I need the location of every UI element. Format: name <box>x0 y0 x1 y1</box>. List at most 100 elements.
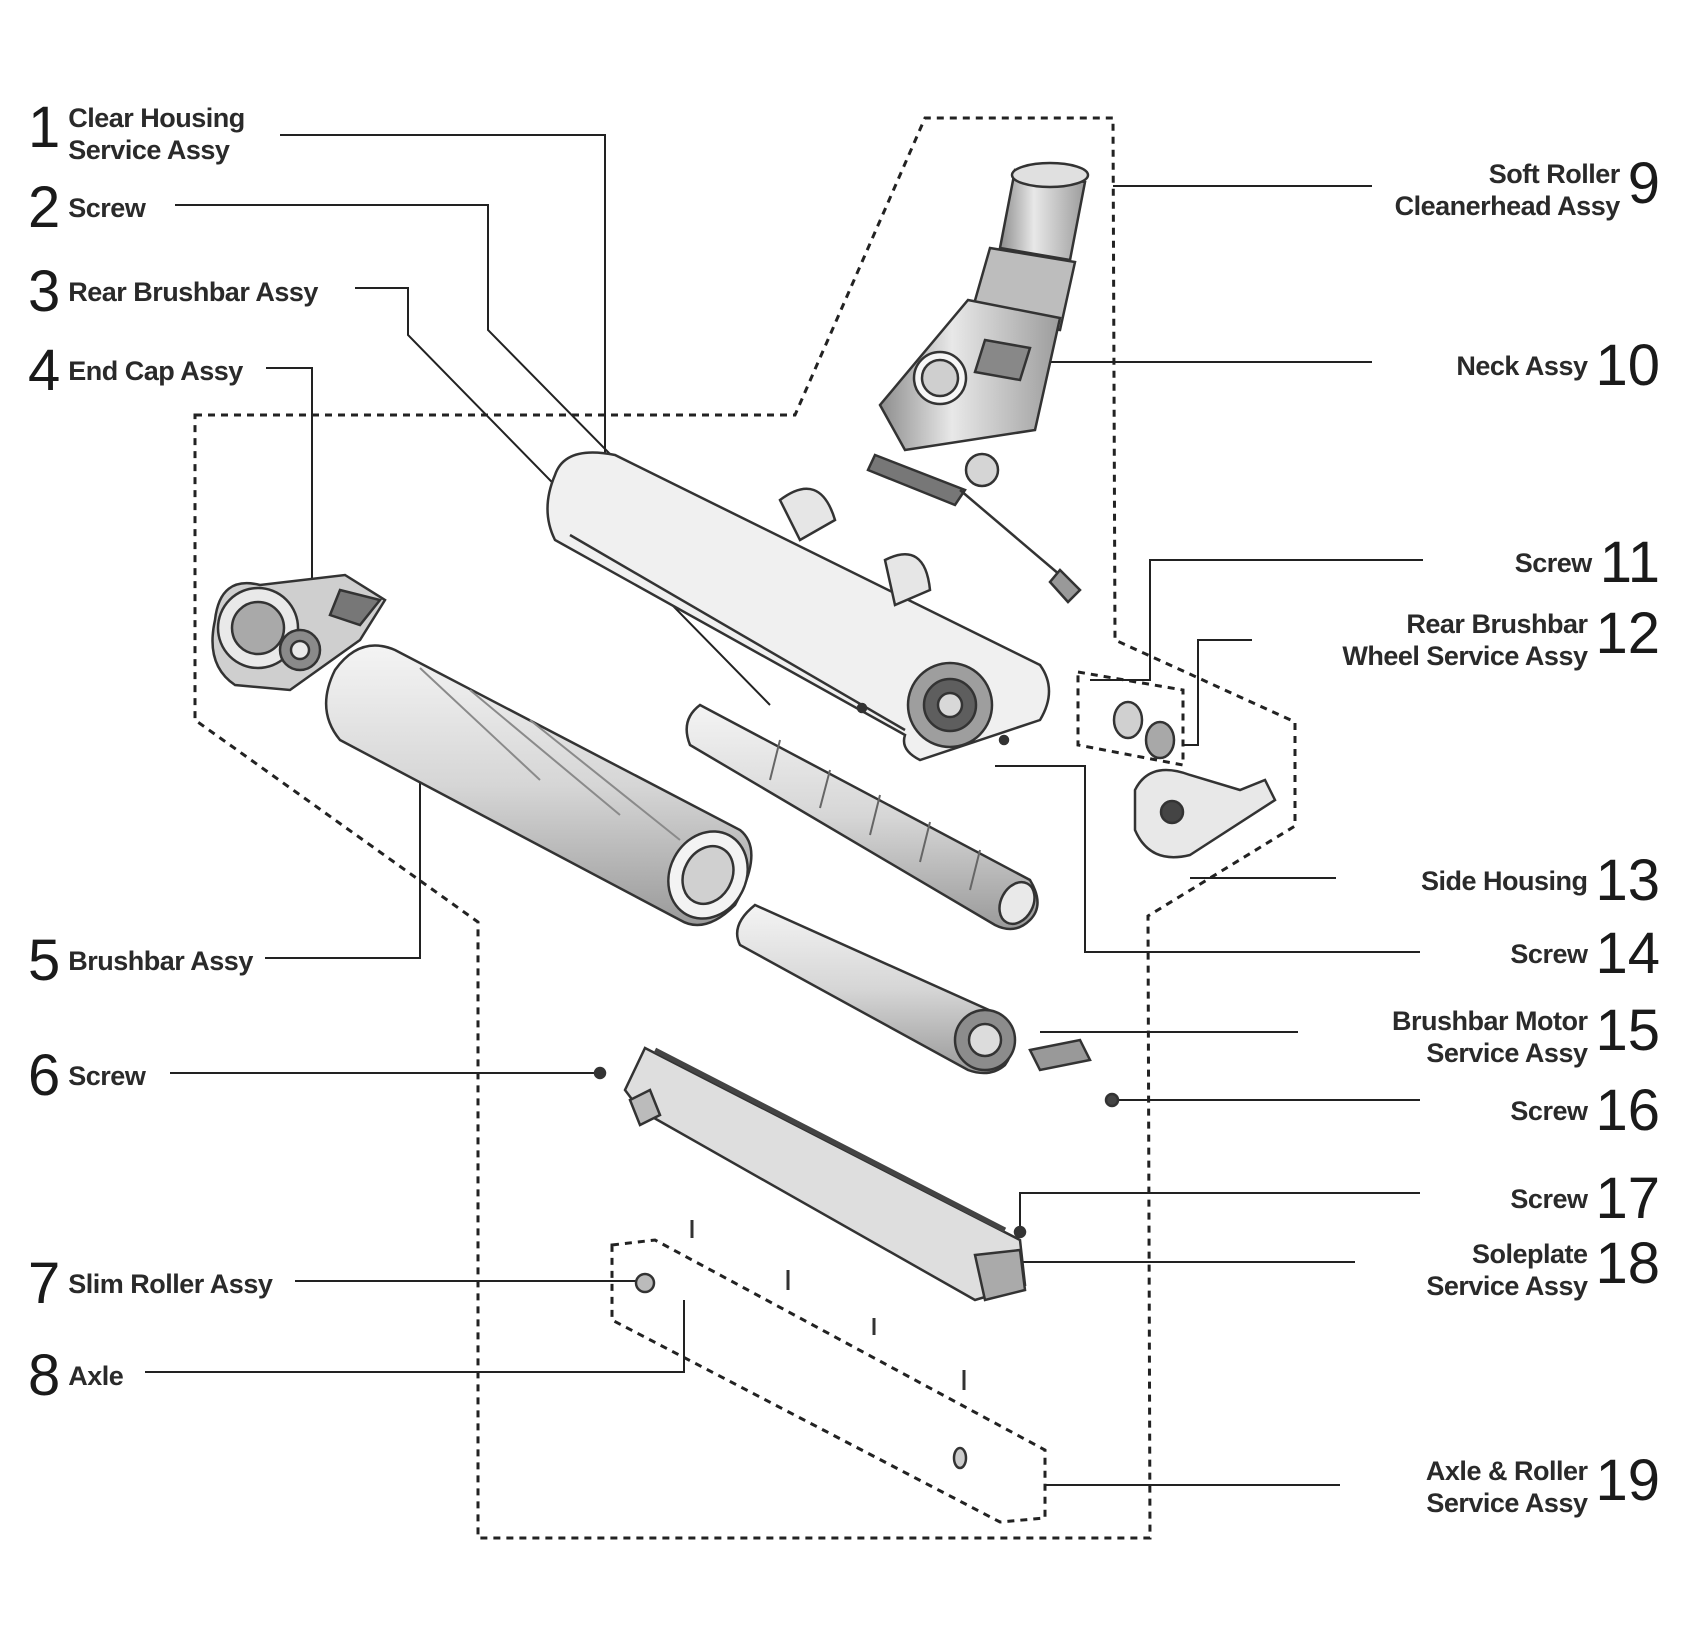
callout-part-name-line: Rear Brushbar Assy <box>68 277 318 307</box>
callout-part-name: Neck Assy <box>1456 350 1588 382</box>
callout-number: 4 <box>28 338 61 403</box>
callout-part-name-line: Side Housing <box>1420 866 1588 896</box>
callout-number: 14 <box>1595 921 1660 986</box>
callout-part-name: Screw <box>68 1060 146 1092</box>
callout-number: 10 <box>1595 333 1660 398</box>
callout-number: 19 <box>1595 1448 1660 1513</box>
brushbar-assy-part <box>324 644 753 927</box>
callout-part-name: Rear Brushbar Assy <box>68 276 318 308</box>
callout-part-name-line: Screw <box>68 1061 146 1091</box>
assembly-outlines <box>193 116 1297 1540</box>
callout-number: 2 <box>28 175 61 240</box>
callout-part-name: Screw <box>1510 1183 1588 1215</box>
callout-part-name-line: Rear Brushbar <box>1406 609 1588 639</box>
callout-part-name-line: Brushbar Assy <box>68 946 253 976</box>
callout-number: 7 <box>28 1251 61 1316</box>
callout-part-name: Slim Roller Assy <box>68 1268 273 1300</box>
leader-4 <box>266 367 313 580</box>
callout-part-name: Screw <box>68 192 146 224</box>
callout-part-name-line: Screw <box>1514 548 1593 578</box>
callout-part-name: Axle <box>68 1360 124 1392</box>
callout-part-name-line: Service Assy <box>1426 1271 1588 1301</box>
callout-part-name-line: Clear Housing <box>68 103 245 133</box>
callout-part-name-line: Soleplate <box>1471 1239 1588 1269</box>
callout-number: 13 <box>1595 848 1660 913</box>
callout-part-name-line: Slim Roller Assy <box>68 1269 273 1299</box>
neck-assy-part <box>866 161 1090 604</box>
callout-number: 9 <box>1627 151 1660 216</box>
rear-brushbar-part <box>685 703 1039 931</box>
callout-part-name-line: Service Assy <box>68 135 230 165</box>
small-parts <box>593 702 1120 1470</box>
leader-lines <box>145 134 1423 1486</box>
callout-part-name-line: Screw <box>1510 939 1588 969</box>
callout-part-name-line: Axle & Roller <box>1425 1456 1588 1486</box>
callout-number: 16 <box>1595 1078 1660 1143</box>
callout-part-name: Screw <box>1514 547 1593 579</box>
callout-number: 5 <box>28 928 61 993</box>
callout-part-name: Brushbar Assy <box>68 945 253 977</box>
cleanerhead-assy-outline <box>193 116 1297 1540</box>
leader-1 <box>280 134 606 455</box>
callout-number: 6 <box>28 1043 61 1108</box>
callout-part-name-line: Cleanerhead Assy <box>1394 191 1621 221</box>
callout-part-name-line: Service Assy <box>1426 1038 1588 1068</box>
callout-number: 1 <box>28 95 61 160</box>
callout-part-name: Screw <box>1510 1095 1588 1127</box>
callout-number: 12 <box>1595 601 1660 666</box>
callout-number: 18 <box>1595 1231 1660 1296</box>
rear-wheel-part <box>1112 700 1176 760</box>
leader-17 <box>1019 1192 1420 1232</box>
callout-part-name-line: Screw <box>1510 1184 1588 1214</box>
callout-part-name: Side Housing <box>1421 865 1588 897</box>
callout-part-name: End Cap Assy <box>68 355 243 387</box>
callout-part-name-line: Screw <box>68 193 146 223</box>
callout-number: 3 <box>28 259 61 324</box>
callout-part-name-line: Neck Assy <box>1456 351 1588 381</box>
leader-5 <box>265 760 421 959</box>
leader-11 <box>1090 559 1423 681</box>
end-cap-part <box>211 573 387 692</box>
brushbar-motor-part <box>735 903 1092 1075</box>
leader-12 <box>1183 639 1252 746</box>
callout-part-name: Screw <box>1510 938 1588 970</box>
leader-8 <box>145 1300 685 1373</box>
side-housing-part <box>1133 768 1277 859</box>
callout-part-name-line: Wheel Service Assy <box>1342 641 1588 671</box>
soleplate-part <box>623 1046 1027 1302</box>
parts <box>211 161 1277 1470</box>
leader-14 <box>995 765 1420 953</box>
callout-part-name-line: Brushbar Motor <box>1391 1006 1588 1036</box>
callout-number: 17 <box>1595 1166 1660 1231</box>
callout-part-name-line: Axle <box>68 1361 124 1391</box>
callout-number: 11 <box>1599 530 1660 595</box>
rear-wheel-assy-outline <box>1076 670 1185 767</box>
axle-roller-assy-outline <box>610 1238 1047 1524</box>
callout-part-name-line: Screw <box>1510 1096 1588 1126</box>
